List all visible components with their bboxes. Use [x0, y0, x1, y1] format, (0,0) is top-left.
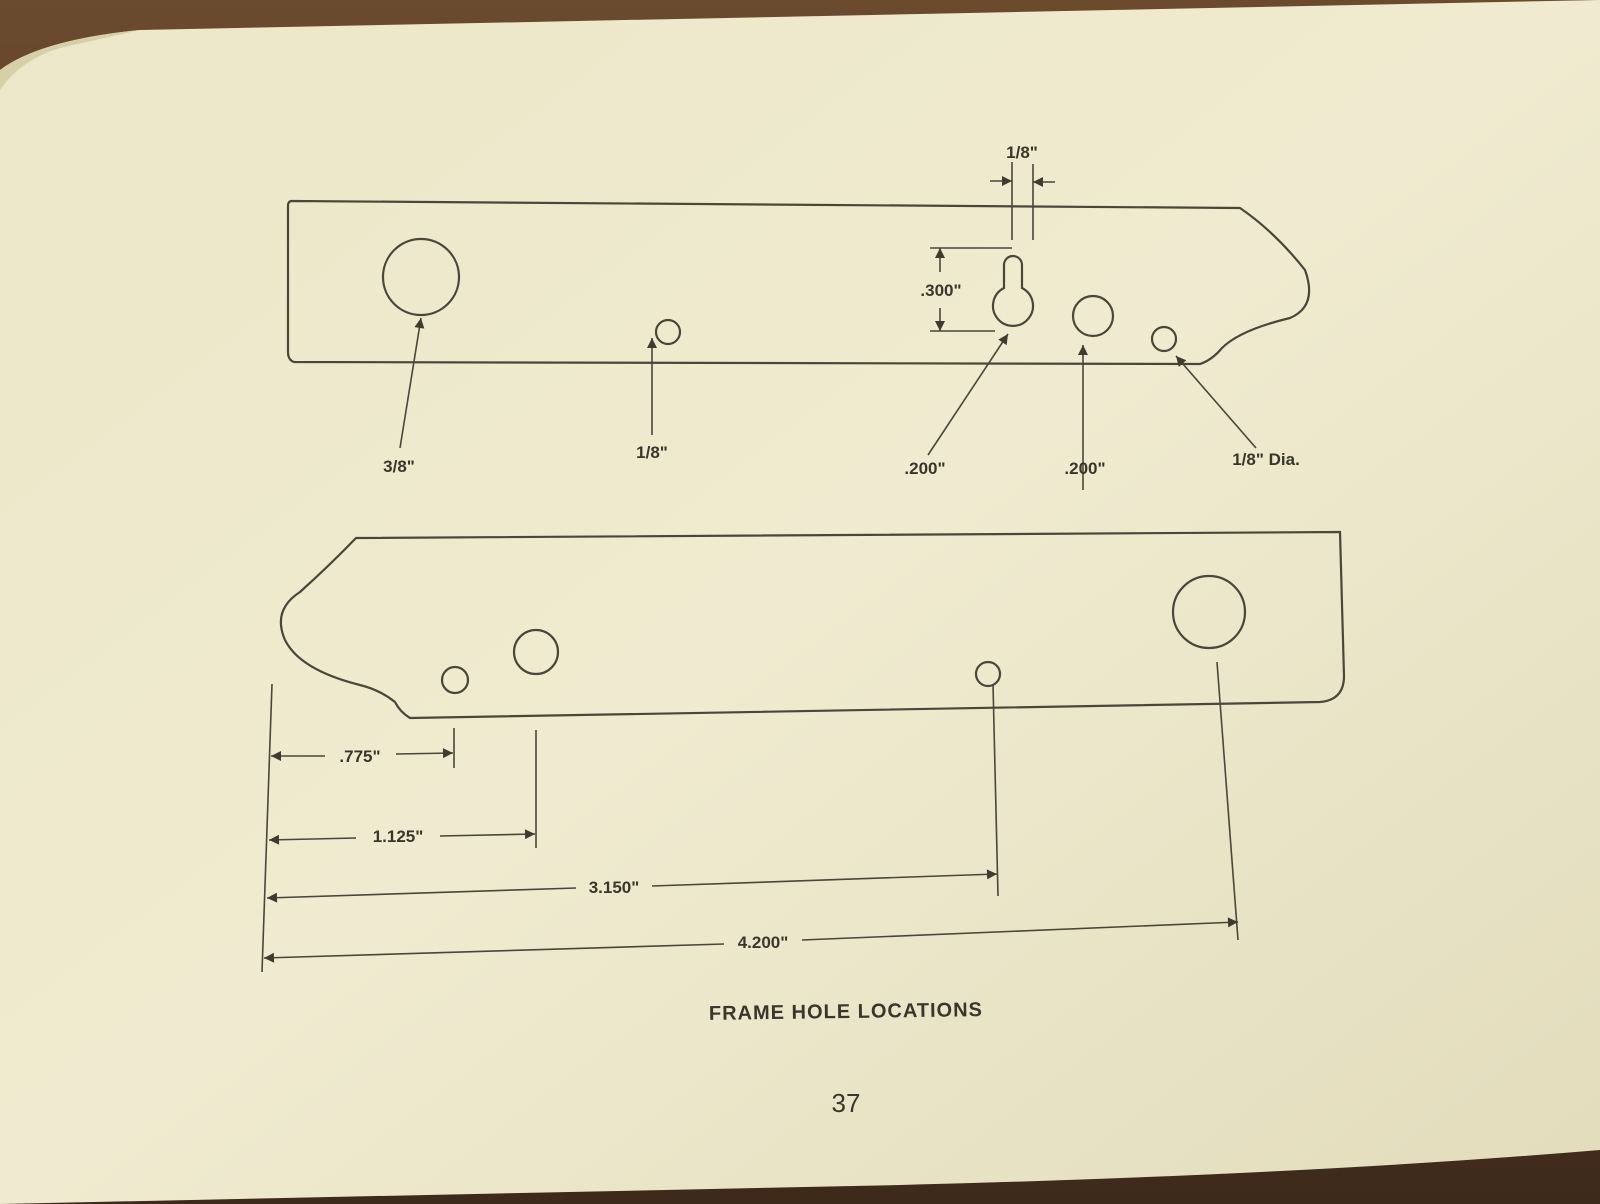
- small-end-hole: [1150, 325, 1178, 353]
- dimension-1125: 1.125": [268, 827, 536, 846]
- callout-keyhole-slot: .200": [904, 459, 945, 478]
- dimension-4200: 4.200": [263, 917, 1239, 963]
- dimension-label-1125: 1.125": [373, 827, 424, 846]
- leader-keyhole-slot: [927, 333, 1009, 456]
- keyhole-slot: [991, 254, 1035, 327]
- slot-width-dimension: 1/8": [990, 143, 1055, 240]
- slot-width-label: 1/8": [1006, 143, 1038, 162]
- extension-line-4200: [1216, 661, 1239, 941]
- callout-large-hole: 3/8": [383, 457, 415, 476]
- top-frame: 1/8" .300" 3/8" 1/8" .200" .200" 1/8" Di…: [286, 143, 1311, 490]
- bottom-frame: .775" 1.125" 3.150" 4.200": [261, 530, 1346, 973]
- top-frame-outline: [286, 199, 1311, 366]
- small-hole: [654, 318, 682, 346]
- small-hole: [440, 665, 470, 695]
- datum-extension-line: [261, 683, 273, 973]
- slot-height-dimension: .300": [920, 247, 1012, 332]
- dimension-label-3150: 3.150": [589, 878, 640, 897]
- page-curl-shadow: [0, 30, 140, 90]
- figure-caption: FRAME HOLE LOCATIONS: [709, 999, 983, 1025]
- dimension-775: .775": [271, 747, 454, 766]
- bottom-frame-outline: [279, 530, 1346, 720]
- leader-large-hole: [399, 317, 425, 449]
- round-hole: [1071, 294, 1115, 338]
- leader-small-end-hole: [1175, 355, 1257, 449]
- callout-small-hole: 1/8": [636, 443, 668, 462]
- round-hole: [512, 628, 560, 676]
- large-hole: [1171, 574, 1247, 650]
- extension-line-3150: [992, 683, 999, 897]
- dimension-label-775: .775": [339, 747, 380, 766]
- large-hole: [381, 237, 461, 317]
- page-number: 37: [832, 1088, 861, 1118]
- callout-small-end-hole: 1/8" Dia.: [1232, 450, 1300, 469]
- dimension-3150: 3.150": [266, 869, 998, 903]
- small-hole-right: [974, 660, 1002, 688]
- callout-round-hole: .200": [1064, 459, 1105, 478]
- slot-height-label: .300": [920, 281, 961, 300]
- dimension-label-4200: 4.200": [738, 933, 789, 952]
